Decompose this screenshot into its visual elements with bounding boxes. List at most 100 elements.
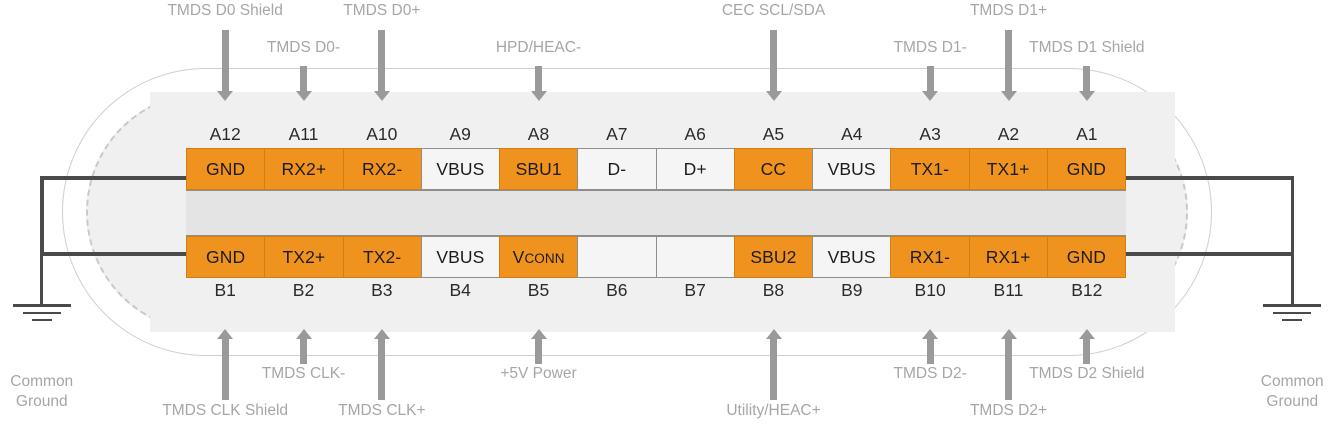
callout-label-tmds-d0-shield: TMDS D0 Shield	[167, 2, 283, 19]
pin-row-a: GND RX2+ RX2- VBUS SBU1 D- D+ CC VBUS TX1- TX1+ GND	[186, 148, 1126, 190]
pin-label-b12: GND	[1066, 246, 1106, 267]
pin-label-b11: RX1+	[985, 246, 1031, 267]
pin-cell-a11[interactable]: RX2+	[264, 148, 343, 190]
pin-label-b9: VBUS	[827, 246, 876, 267]
callout-label-hpd-heac: HPD/HEAC-	[495, 39, 582, 56]
pin-id-b7: B7	[684, 280, 706, 300]
callout-arrow-cec-scl-sda	[765, 30, 782, 101]
pin-cell-b8[interactable]: SBU2	[733, 236, 812, 278]
pin-cell-b10[interactable]: RX1-	[890, 236, 969, 278]
connector-outer-outline	[62, 68, 1212, 356]
callout-label-tmds-clk-shield: TMDS CLK Shield	[162, 402, 289, 419]
callout-arrow-tmds-d1	[1000, 30, 1017, 101]
pin-cell-a3[interactable]: TX1-	[890, 148, 969, 190]
pin-id-b3: B3	[371, 280, 393, 300]
callout-arrow-tmds-d1-shield	[1078, 66, 1095, 101]
pin-id-b6: B6	[606, 280, 628, 300]
pin-id-b11: B11	[993, 280, 1024, 300]
callout-arrow-tmds-d2	[922, 329, 939, 364]
callout-arrow-tmds-d1	[922, 66, 939, 101]
pin-cell-a5[interactable]: CC	[733, 148, 812, 190]
pin-id-a1: A1	[1076, 124, 1098, 144]
ground-symbol-left-bar-3	[31, 318, 52, 321]
pin-label-a6: D+	[683, 158, 707, 179]
ground-label-right-line1: Common	[1260, 373, 1324, 390]
pin-label-a10: RX2-	[361, 158, 403, 179]
pin-label-a9: VBUS	[436, 158, 485, 179]
callout-label-tmds-d0: TMDS D0-	[266, 39, 341, 56]
callout-arrow-tmds-clk	[295, 329, 312, 364]
pin-label-a8: SBU1	[515, 158, 562, 179]
pin-cell-b4[interactable]: VBUS	[420, 236, 499, 278]
pin-label-b2: TX2+	[282, 246, 326, 267]
pin-id-a6: A6	[684, 124, 706, 144]
pin-cell-b11[interactable]: RX1+	[968, 236, 1047, 278]
pin-cell-a7[interactable]: D-	[577, 148, 656, 190]
pin-label-b4: VBUS	[436, 246, 485, 267]
connector-tongue-strip	[186, 190, 1126, 236]
pin-cell-a2[interactable]: TX1+	[968, 148, 1047, 190]
callout-label-tmds-clk+: TMDS CLK+	[338, 402, 426, 419]
callout-label-utility-heac+: Utility/HEAC+	[726, 402, 821, 419]
pin-cell-b5[interactable]: VCONN	[499, 236, 578, 278]
callout-label-+5v-power: +5V Power	[500, 365, 577, 382]
pin-id-a12: A12	[209, 124, 241, 144]
ground-symbol-right-bar-3	[1282, 318, 1303, 321]
pin-cell-a4[interactable]: VBUS	[812, 148, 891, 190]
pin-label-a4: VBUS	[827, 158, 876, 179]
pin-cell-b9[interactable]: VBUS	[812, 236, 891, 278]
ground-symbol-right-bar-1	[1263, 303, 1322, 307]
callout-arrow-tmds-d2+	[1000, 329, 1017, 400]
pin-cell-b1[interactable]: GND	[186, 236, 265, 278]
callout-arrow-tmds-clk-shield	[217, 329, 234, 400]
ground-bus-left	[40, 176, 44, 256]
callout-arrow-tmds-d0	[295, 66, 312, 101]
callout-label-tmds-d0: TMDS D0+	[343, 2, 421, 19]
pin-label-a11: RX2+	[281, 158, 327, 179]
pin-cell-b7[interactable]	[655, 236, 734, 278]
ground-bus-right	[1290, 176, 1294, 256]
pin-label-a1: GND	[1066, 158, 1106, 179]
pin-label-a3: TX1-	[910, 158, 950, 179]
pin-cell-b12[interactable]: GND	[1046, 236, 1126, 278]
ground-symbol-left-bar-1	[12, 303, 71, 307]
pin-id-a9: A9	[449, 124, 471, 144]
pin-id-b2: B2	[292, 280, 315, 300]
pin-cell-b3[interactable]: TX2-	[342, 236, 421, 278]
callout-label-tmds-d1: TMDS D1-	[893, 39, 967, 56]
pin-id-b8: B8	[762, 280, 785, 300]
pin-cell-a6[interactable]: D+	[655, 148, 734, 190]
callout-label-tmds-clk: TMDS CLK-	[261, 365, 346, 382]
pin-id-b5: B5	[527, 280, 550, 300]
pin-id-b9: B9	[841, 280, 863, 300]
ground-lead-right-top	[1124, 176, 1294, 180]
pin-cell-a9[interactable]: VBUS	[420, 148, 499, 190]
callout-label-tmds-d2+: TMDS D2+	[969, 402, 1048, 419]
pin-id-b10: B10	[914, 280, 946, 300]
pin-cell-a10[interactable]: RX2-	[342, 148, 421, 190]
callout-label-tmds-d1-shield: TMDS D1 Shield	[1029, 39, 1145, 56]
ground-lead-left-top	[40, 176, 188, 180]
pin-cell-b2[interactable]: TX2+	[264, 236, 343, 278]
callout-label-tmds-d2-shield: TMDS D2 Shield	[1029, 365, 1145, 382]
ground-symbol-left-bar-2	[22, 311, 61, 314]
pin-id-a2: A2	[997, 124, 1020, 144]
pin-cell-b6[interactable]	[577, 236, 656, 278]
pin-cell-a1[interactable]: GND	[1046, 148, 1126, 190]
ground-symbol-right-stem	[1290, 255, 1294, 304]
pin-cell-a8[interactable]: SBU1	[499, 148, 578, 190]
ground-label-right-line2: Ground	[1266, 393, 1319, 410]
pin-label-b1: GND	[206, 246, 246, 267]
callout-arrow-tmds-clk+	[373, 329, 390, 400]
pin-label-b5: VCONN	[512, 246, 565, 267]
pin-cell-a12[interactable]: GND	[186, 148, 265, 190]
pin-id-a4: A4	[841, 124, 863, 144]
callout-arrow-tmds-d0	[373, 30, 390, 101]
pin-id-a10: A10	[366, 124, 398, 144]
callout-arrow-hpd-heac	[530, 66, 547, 101]
pin-id-a7: A7	[606, 124, 628, 144]
